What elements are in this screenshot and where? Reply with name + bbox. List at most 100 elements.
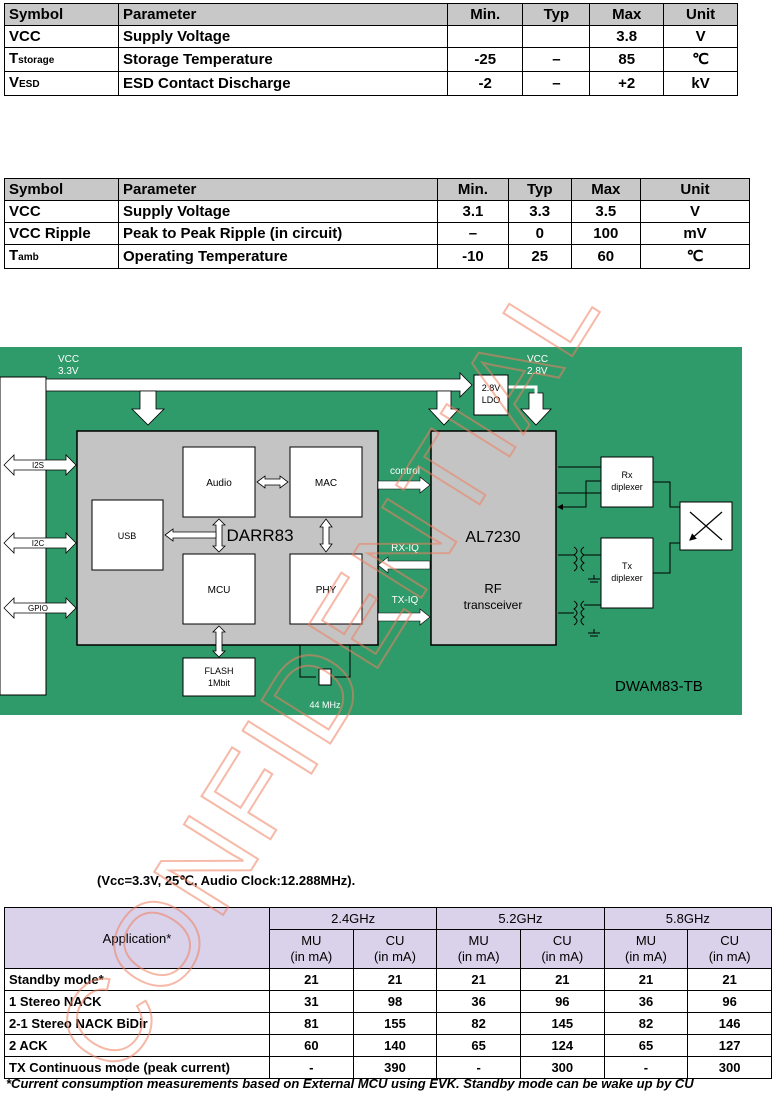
sub-header: CU(in mA) [519, 929, 605, 969]
min-cell: – [437, 222, 509, 245]
current-cell: 145 [519, 1012, 605, 1035]
test-conditions: (Vcc=3.3V, 25℃, Audio Clock:12.288MHz). [97, 873, 356, 888]
application-cell: Standby mode* [4, 968, 270, 991]
sub-header: MU(in mA) [436, 929, 521, 969]
min-cell: -10 [437, 244, 509, 269]
typ-cell: – [522, 47, 591, 72]
unit-cell: mV [640, 222, 750, 245]
col-min: Min. [446, 3, 524, 26]
crystal-label: 44 MHz [309, 700, 341, 710]
symbol-cell: Tamb [4, 244, 119, 269]
phy-block [289, 553, 363, 625]
col-parameter: Parameter [118, 178, 438, 201]
sub-header: CU(in mA) [352, 929, 438, 969]
mcu-flash-arrow [212, 625, 226, 658]
current-cell: 124 [519, 1034, 605, 1057]
txiq-arrow [377, 608, 431, 626]
current-cell: 65 [436, 1034, 521, 1057]
i2c-arrow [3, 532, 77, 554]
rxiq-label: RX-IQ [391, 543, 419, 554]
table-row: Tstorage Storage Temperature -25 – 85 ℃ [4, 47, 738, 72]
min-cell: -25 [446, 47, 524, 72]
unit-cell: ℃ [640, 244, 750, 269]
rxiq-arrow [377, 556, 431, 574]
parameter-cell: Operating Temperature [118, 244, 438, 269]
current-cell: 36 [436, 990, 521, 1013]
max-cell: 100 [570, 222, 642, 245]
col-typ: Typ [507, 178, 572, 201]
band-24-header: 2.4GHz [268, 907, 438, 930]
rf-sub-label: transceiver [464, 598, 523, 612]
col-parameter: Parameter [118, 3, 448, 26]
parameter-cell: Supply Voltage [118, 25, 448, 48]
typ-cell: 3.3 [507, 200, 572, 223]
power-arrow-rf [428, 390, 460, 426]
table-row: VESD ESD Contact Discharge -2 – +2 kV [4, 71, 738, 96]
max-cell: 85 [589, 47, 665, 72]
col-unit: Unit [663, 3, 738, 26]
power-arrow-mcu [131, 390, 165, 426]
application-cell: TX Continuous mode (peak current) [4, 1056, 270, 1079]
current-cell: 300 [687, 1056, 772, 1079]
typ-cell: 25 [507, 244, 572, 269]
usb-label: USB [118, 531, 137, 541]
power-arrow-ldo [520, 392, 552, 426]
tx-coils [558, 546, 601, 637]
current-cell: 21 [269, 968, 354, 991]
symbol-cell: VCC [4, 200, 119, 223]
current-cell: 21 [352, 968, 438, 991]
darr83-label: DARR83 [226, 526, 293, 545]
audio-block [182, 446, 256, 518]
footnote: *Current consumption measurements based … [6, 1076, 694, 1091]
unit-cell: kV [663, 71, 738, 96]
table-row: Tamb Operating Temperature -10 25 60 ℃ [4, 244, 750, 269]
band-58-header: 5.8GHz [603, 907, 773, 930]
audio-label: Audio [206, 478, 232, 489]
current-cell: - [269, 1056, 354, 1079]
switch-cross-icon [690, 511, 723, 540]
ldo-feed [508, 385, 538, 395]
switch-lines [653, 481, 680, 574]
max-cell: 3.5 [570, 200, 642, 223]
flash-block [182, 657, 256, 697]
ldo-block [473, 374, 509, 416]
sub-header: MU(in mA) [603, 929, 689, 969]
unit-cell: V [640, 200, 750, 223]
parameter-cell: Storage Temperature [118, 47, 448, 72]
sub-header: MU(in mA) [269, 929, 354, 969]
min-cell: 3.1 [437, 200, 509, 223]
unit-cell: V [663, 25, 738, 48]
max-cell: 60 [570, 244, 642, 269]
col-typ: Typ [522, 3, 591, 26]
rf-label: RF [484, 581, 501, 596]
current-cell: 96 [519, 990, 605, 1013]
absolute-ratings-table: Symbol Parameter Min. Typ Max Unit VCC S… [4, 3, 738, 96]
current-cell: 96 [687, 990, 772, 1013]
symbol-cell: VESD [4, 71, 119, 96]
current-cell: 21 [436, 968, 521, 991]
max-cell: 3.8 [589, 25, 665, 48]
rx-lines [558, 466, 601, 507]
application-cell: 2-1 Stereo NACK BiDir [4, 1012, 270, 1035]
audio-mcu-arrow [212, 518, 226, 553]
current-cell: - [603, 1056, 689, 1079]
table-row: VCC Supply Voltage 3.1 3.3 3.5 V [4, 200, 750, 223]
table-row: VCC Supply Voltage 3.8 V [4, 25, 738, 48]
application-cell: 1 Stereo NACK [4, 990, 270, 1013]
current-cell: 82 [436, 1012, 521, 1035]
current-cell: 31 [269, 990, 354, 1013]
i2s-label: I2S [32, 461, 44, 470]
control-label: control [390, 466, 420, 477]
sub-header: CU(in mA) [687, 929, 772, 969]
parameter-cell: Supply Voltage [118, 200, 438, 223]
board-label: DWAM83-TB [615, 678, 703, 695]
current-cell: 155 [352, 1012, 438, 1035]
